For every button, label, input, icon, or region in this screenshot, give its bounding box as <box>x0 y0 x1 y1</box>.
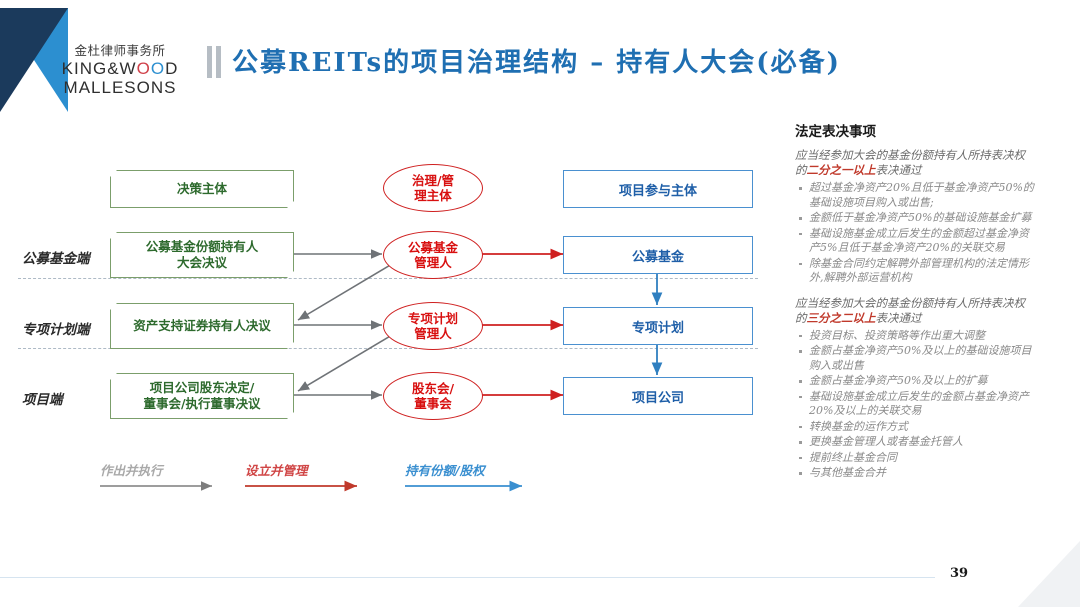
section2-lead-pre: 应当经参加大会的基金份额持有人所持表决权的 <box>795 295 1025 325</box>
ellipse-plan-manager: 专项计划 管理人 <box>383 302 483 350</box>
title-accent-bars <box>207 46 223 78</box>
list-item: 投资目标、投资策略等作出重大调整 <box>799 329 1035 344</box>
section1-threshold: 二分之一以上 <box>806 163 876 177</box>
list-item: 转换基金的运作方式 <box>799 420 1035 435</box>
row-label-fund: 公募基金端 <box>22 251 90 267</box>
panel-section1-lead: 应当经参加大会的基金份额持有人所持表决权的二分之一以上表决通过 <box>795 148 1035 178</box>
list-item: 金额占基金净资产50%及以上的基础设施项目购入或出售 <box>799 344 1035 373</box>
legend-label-hold: 持有份额/股权 <box>405 463 485 478</box>
kwm-logo-mark <box>0 8 68 112</box>
legend-arrow-red <box>245 480 357 492</box>
ellipse-fund-manager: 公募基金 管理人 <box>383 231 483 279</box>
legend-item-establish: 设立并管理 <box>245 460 365 497</box>
list-item: 金额低于基金净资产50%的基础设施基金扩募 <box>799 211 1035 226</box>
list-item: 提前终止基金合同 <box>799 451 1035 466</box>
list-item: 除基金合同约定解聘外部管理机构的法定情形外,解聘外部运营机构 <box>799 257 1035 286</box>
section1-lead-post: 表决通过 <box>875 163 922 177</box>
diagram-legend: 作出并执行 设立并管理 持有份额/股权 <box>40 460 560 510</box>
page-number: 39 <box>950 566 969 581</box>
section2-threshold: 三分之二以上 <box>806 310 876 325</box>
green-box-project-shareholders: 项目公司股东决定/ 董事会/执行董事决议 <box>110 373 294 419</box>
legend-label-establish: 设立并管理 <box>245 463 308 478</box>
logo-english-line1: KING&WOOD <box>55 59 185 78</box>
blue-box-special-plan: 专项计划 <box>563 307 753 345</box>
panel-section2-lead: 应当经参加大会的基金份额持有人所持表决权的三分之二以上表决通过 <box>795 296 1035 326</box>
ellipse-board: 股东会/ 董事会 <box>383 372 483 420</box>
column-header-governance: 治理/管 理主体 <box>383 164 483 212</box>
legend-arrow-gray <box>100 481 212 491</box>
list-item: 基础设施基金成立后发生的金额占基金净资产20%及以上的关联交易 <box>799 390 1035 419</box>
panel-heading: 法定表决事项 <box>795 124 876 140</box>
governance-diagram: 决策主体 治理/管 理主体 项目参与主体 公募基金端 专项计划端 项目端 公募基… <box>0 112 780 552</box>
logo-o-red: O <box>136 59 151 78</box>
list-item: 金额占基金净资产50%及以上的扩募 <box>799 374 1035 389</box>
logo-triangle-dark <box>0 8 68 112</box>
footer-divider <box>0 577 935 578</box>
list-item: 更换基金管理人或者基金托管人 <box>799 435 1035 450</box>
legend-label-execute: 作出并执行 <box>100 463 163 478</box>
column-header-decision: 决策主体 <box>110 170 294 208</box>
panel-section2-list: 投资目标、投资策略等作出重大调整 金额占基金净资产50%及以上的基础设施项目购入… <box>795 329 1035 481</box>
voting-matters-panel: 法定表决事项 应当经参加大会的基金份额持有人所持表决权的二分之一以上表决通过 超… <box>795 120 1035 491</box>
logo-en-part-b: D <box>165 59 179 78</box>
legend-arrow-blue <box>405 480 522 492</box>
panel-section1-list: 超过基金净资产20%且低于基金净资产50%的基础设施项目购入或出售; 金额低于基… <box>795 181 1035 286</box>
column-header-participants: 项目参与主体 <box>563 170 753 208</box>
row-separator-1 <box>18 278 758 279</box>
green-box-fund-holders: 公募基金份额持有人 大会决议 <box>110 232 294 278</box>
legend-item-execute: 作出并执行 <box>100 460 220 497</box>
section2-lead-post: 表决通过 <box>875 310 922 325</box>
blue-box-project-company: 项目公司 <box>563 377 753 415</box>
page-title: 公募REITs的项目治理结构 – 持有人大会(必备) <box>232 48 841 78</box>
legend-item-hold: 持有份额/股权 <box>405 460 530 497</box>
section1-lead-pre: 应当经参加大会的基金份额持有人所持表决权的 <box>795 148 1025 177</box>
blue-box-public-fund: 公募基金 <box>563 236 753 274</box>
corner-decoration <box>1018 541 1080 607</box>
logo-en-part-a: KING&W <box>61 59 137 78</box>
logo-o-blue: O <box>150 59 166 78</box>
list-item: 基础设施基金成立后发生的金额超过基金净资产5%且低于基金净资产20%的关联交易 <box>799 227 1035 256</box>
list-item: 超过基金净资产20%且低于基金净资产50%的基础设施项目购入或出售; <box>799 181 1034 209</box>
logo-chinese-name: 金杜律师事务所 <box>74 43 166 58</box>
row-label-project: 项目端 <box>22 392 63 408</box>
list-item: 与其他基金合并 <box>799 466 1035 481</box>
green-box-abs-holders: 资产支持证券持有人决议 <box>110 303 294 349</box>
kwm-logo-text: 金杜律师事务所 KING&WOOD MALLESONS <box>55 40 185 97</box>
page-header: 金杜律师事务所 KING&WOOD MALLESONS 公募REITs的项目治理… <box>0 0 1080 112</box>
logo-english-line2: MALLESONS <box>63 78 177 97</box>
row-label-plan: 专项计划端 <box>22 322 90 338</box>
